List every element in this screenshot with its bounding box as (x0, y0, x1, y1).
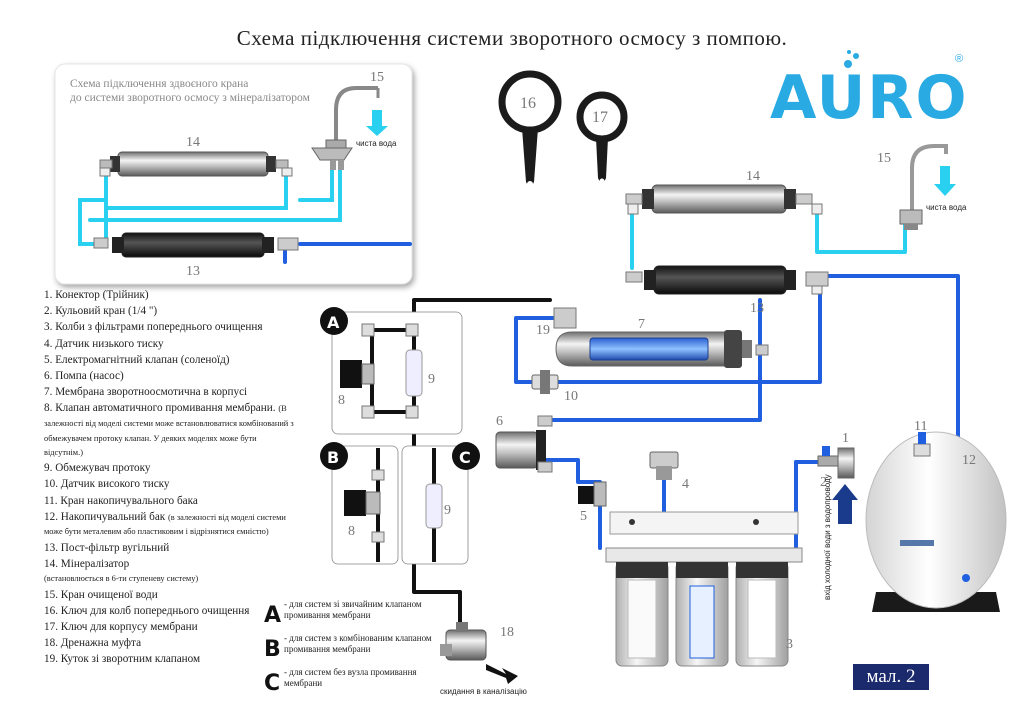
number-7: 7 (638, 317, 645, 332)
number-6: 6 (496, 414, 503, 429)
number-18: 18 (500, 625, 514, 640)
variant-b-badge: B (327, 448, 339, 467)
variant-c-description: - для систем без вузла промивання мембра… (284, 667, 417, 688)
number-5: 5 (580, 509, 587, 524)
number-16: 16 (520, 95, 536, 112)
inset-post-filter (93, 232, 299, 258)
cold-water-label: вхід холодної води з водопроводу (823, 474, 832, 600)
number-2: 2 (820, 475, 827, 490)
figure-label: мал. 2 (853, 664, 929, 690)
faucet-15 (899, 144, 948, 230)
connector-1 (837, 447, 855, 479)
legend-item: 14. Мінералізатор(встановлюється в 6-ти … (44, 557, 199, 584)
inset-number-14: 14 (186, 135, 200, 150)
number-4: 4 (682, 477, 689, 492)
drain-label: скидання в каналізацію (440, 687, 527, 696)
number-12: 12 (962, 453, 976, 468)
variant-a-legend-letter: A (264, 603, 281, 628)
mineralizer-14 (625, 184, 823, 215)
inset-double-faucet (311, 86, 380, 170)
inset-number-15: 15 (370, 70, 384, 85)
number-3: 3 (786, 637, 793, 652)
legend-item: 4. Датчик низького тиску (44, 337, 164, 350)
variant-a-number-8: 8 (338, 393, 345, 408)
variant-b-box: B (320, 442, 399, 565)
legend-item: 1. Конектор (Трійник) (44, 289, 149, 301)
solenoid-5 (578, 481, 607, 507)
variant-c-number-9: 9 (444, 503, 451, 518)
components-legend: 1. Конектор (Трійник) 2. Кульовий кран (… (44, 288, 294, 669)
number-14: 14 (746, 169, 760, 184)
inset-water-arrow-icon (366, 110, 388, 136)
ball-valve-2 (817, 446, 839, 467)
variant-c-box: C (401, 442, 480, 565)
variant-a-box: A (320, 307, 463, 435)
legend-item: 6. Помпа (насос) (44, 369, 124, 382)
legend-item: 7. Мембрана зворотноосмотична в корпусі (44, 386, 248, 399)
inset-mineralizer (99, 151, 293, 177)
number-19: 19 (536, 323, 550, 338)
inset-caption-line1: Схема підключення здвоєного крана (70, 78, 248, 90)
legend-item: 8. Клапан автоматичного промивання мембр… (44, 402, 294, 458)
variant-a-number-9: 9 (428, 372, 435, 387)
legend-item: 17. Ключ для корпусу мембрани (44, 620, 198, 633)
inset-panel: Схема підключення здвоєного крана до сис… (54, 63, 413, 285)
page-title: Схема підключення системи зворотного осм… (236, 26, 788, 50)
legend-item: 10. Датчик високого тиску (44, 478, 170, 491)
post-filter-13 (625, 265, 829, 295)
pump-6 (495, 415, 553, 473)
legend-item: 18. Дренажна муфта (44, 637, 142, 650)
clean-water-label: чиста вода (926, 203, 967, 212)
low-pressure-switch-4 (649, 451, 679, 480)
inset-number-13: 13 (186, 264, 200, 279)
number-17: 17 (592, 109, 608, 126)
prefilters-3 (605, 511, 803, 667)
variant-c-legend-letter: C (264, 671, 280, 696)
legend-item: 12. Накопичувальний бак (в залежності ві… (44, 510, 286, 537)
legend-item: 3. Колби з фільтрами попереднього очищен… (44, 321, 263, 334)
variant-b-legend-letter: B (264, 637, 281, 662)
number-11: 11 (914, 419, 927, 434)
inset-water-label: чиста вода (356, 139, 397, 148)
brand-name: AURO (770, 63, 969, 133)
legend-item: 5. Електромагнітний клапан (соленоїд) (44, 353, 230, 366)
housing-key-16 (498, 70, 562, 187)
legend-item: 13. Пост-фільтр вугільний (44, 541, 170, 554)
storage-tank-12 (865, 431, 1007, 612)
number-13: 13 (750, 301, 764, 316)
number-1: 1 (842, 431, 849, 446)
drain-coupling-18 (440, 622, 487, 661)
variant-a-badge: A (327, 313, 340, 332)
inset-caption-line2: до системи зворотного осмосу з мінераліз… (70, 92, 311, 104)
auro-logo: AURO ® (770, 50, 969, 133)
legend-item: 2. Кульовий кран (1/4 ") (44, 305, 158, 318)
number-15: 15 (877, 151, 891, 166)
high-pressure-switch-10 (531, 370, 559, 394)
variant-b-description: - для систем з комбінованим клапаном про… (284, 633, 432, 654)
inset-tubing (78, 163, 412, 264)
membrane-key-17 (576, 91, 628, 184)
legend-item: 16. Ключ для колб попереднього очищення (44, 604, 250, 617)
membrane-housing-7 (553, 307, 769, 368)
drain-arrow-icon (486, 664, 518, 684)
number-10: 10 (564, 389, 578, 404)
legend-item: 11. Кран накопичувального бака (44, 494, 198, 507)
cold-water-arrow-icon (832, 484, 858, 524)
variant-b-number-8: 8 (348, 524, 355, 539)
legend-item: 9. Обмежувач протоку (44, 462, 151, 475)
variant-a-description: - для систем зі звичайним клапаном проми… (284, 599, 422, 620)
legend-item: 19. Куток зі зворотним клапаном (44, 653, 201, 666)
water-arrow-icon (934, 166, 956, 196)
variant-c-badge: C (459, 448, 471, 467)
brand-registered: ® (955, 53, 963, 65)
legend-item: 15. Кран очищеної води (44, 588, 158, 601)
